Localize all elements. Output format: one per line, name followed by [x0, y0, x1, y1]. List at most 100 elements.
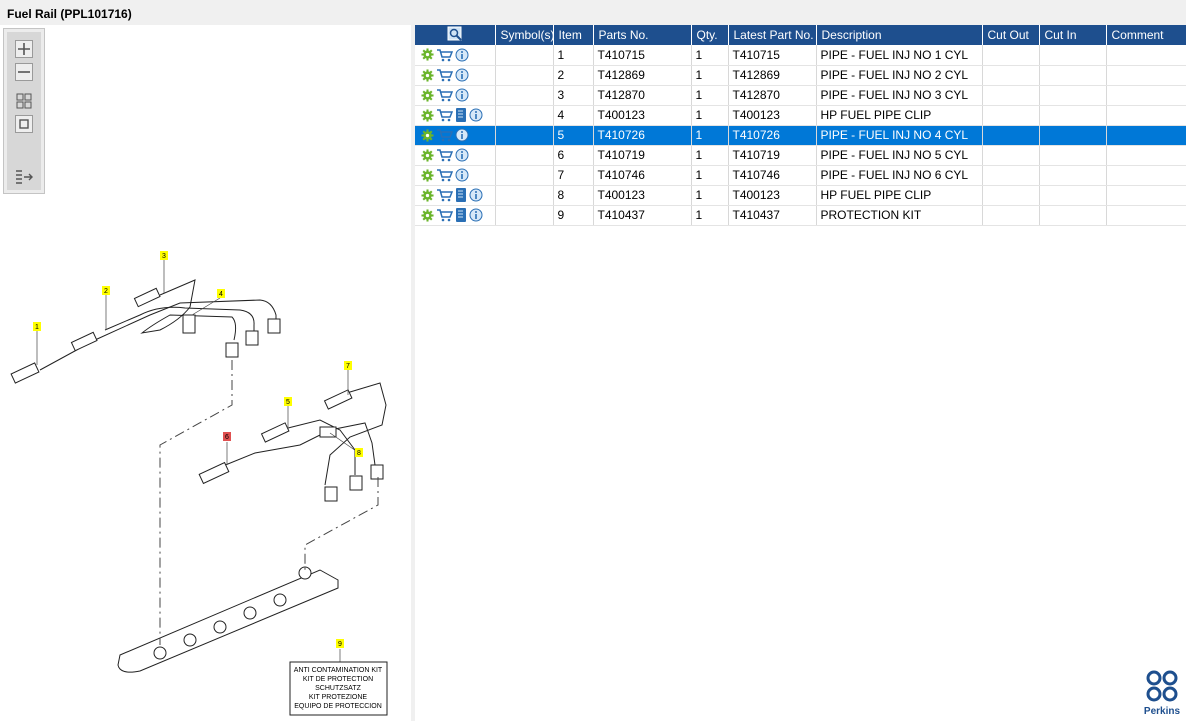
callout-9	[336, 639, 344, 648]
gear-icon[interactable]	[420, 108, 434, 122]
callout-9-label: 9	[338, 641, 342, 648]
column-header-cut-in[interactable]: Cut In	[1039, 25, 1107, 45]
symbols-cell	[495, 85, 554, 106]
column-header-qty[interactable]: Qty.	[691, 25, 729, 45]
gear-icon[interactable]	[420, 68, 434, 82]
perkins-logo: Perkins	[1142, 669, 1182, 717]
part-no-cell: T410726	[593, 125, 692, 146]
document-icon[interactable]	[455, 188, 467, 202]
info-icon[interactable]	[455, 148, 469, 162]
column-header-comment[interactable]: Comment	[1106, 25, 1186, 45]
description-cell: PIPE - FUEL INJ NO 2 CYL	[816, 65, 983, 86]
cart-icon[interactable]	[436, 188, 453, 202]
gear-icon[interactable]	[420, 88, 434, 102]
callout-5-label: 5	[286, 399, 290, 406]
cart-icon[interactable]	[436, 148, 453, 162]
row-actions	[415, 165, 496, 186]
cart-icon[interactable]	[436, 128, 453, 142]
qty-cell: 1	[691, 185, 729, 206]
perkins-logo-mark	[1146, 670, 1178, 702]
gear-icon[interactable]	[420, 128, 434, 142]
pipe-2	[104, 306, 255, 335]
info-icon[interactable]	[469, 208, 483, 222]
description-cell: PIPE - FUEL INJ NO 4 CYL	[816, 125, 983, 146]
zoom-in-icon	[18, 43, 30, 55]
cart-icon[interactable]	[436, 168, 453, 182]
document-icon[interactable]	[455, 108, 467, 122]
callout-6-label: 6	[225, 434, 229, 441]
comment-cell	[1106, 45, 1186, 66]
cart-icon[interactable]	[436, 68, 453, 82]
info-icon[interactable]	[455, 128, 469, 142]
gear-icon[interactable]	[420, 188, 434, 202]
parts-table: Symbol(s) Item Parts No. Qty. Latest Par…	[415, 25, 1186, 226]
qty-cell: 1	[691, 65, 729, 86]
part-no-cell: T400123	[593, 185, 692, 206]
cart-icon[interactable]	[436, 88, 453, 102]
callout-7	[344, 361, 352, 370]
fit-page-button[interactable]	[15, 92, 33, 110]
gear-icon[interactable]	[420, 208, 434, 222]
leader-2	[304, 477, 379, 570]
cut-out-cell	[982, 145, 1040, 166]
qty-cell: 1	[691, 85, 729, 106]
column-header-parts-no[interactable]: Parts No.	[593, 25, 692, 45]
cart-icon[interactable]	[436, 108, 453, 122]
description-cell: HP FUEL PIPE CLIP	[816, 105, 983, 126]
actual-size-icon	[19, 119, 29, 129]
cart-icon[interactable]	[436, 208, 453, 222]
zoom-in-button[interactable]	[15, 40, 33, 58]
column-header-description[interactable]: Description	[816, 25, 983, 45]
info-icon[interactable]	[455, 88, 469, 102]
info-icon[interactable]	[455, 48, 469, 62]
latest-part-no-cell: T410746	[728, 165, 817, 186]
info-icon[interactable]	[455, 168, 469, 182]
info-icon[interactable]	[455, 68, 469, 82]
callout-2	[102, 286, 110, 295]
column-header-latest-part-no[interactable]: Latest Part No.	[728, 25, 817, 45]
column-header-symbols[interactable]: Symbol(s)	[495, 25, 554, 45]
info-icon[interactable]	[469, 108, 483, 122]
item-cell: 9	[553, 205, 594, 226]
gear-icon[interactable]	[420, 168, 434, 182]
comment-cell	[1106, 105, 1186, 126]
document-icon[interactable]	[455, 208, 467, 222]
diagram-panel[interactable]: 1 2 3 4 5 6 7 8 9 ANTI CONTAMINATION KIT…	[0, 25, 411, 721]
cut-out-cell	[982, 65, 1040, 86]
find-column-header[interactable]	[415, 25, 496, 45]
panel-splitter[interactable]	[411, 25, 415, 721]
column-header-cut-out[interactable]: Cut Out	[982, 25, 1040, 45]
gear-icon[interactable]	[420, 48, 434, 62]
gear-icon[interactable]	[420, 148, 434, 162]
kit-label-box	[289, 661, 388, 716]
window-title: Fuel Rail (PPL101716)	[7, 7, 132, 21]
perkins-logo-text: Perkins	[1143, 706, 1181, 717]
cut-in-cell	[1039, 145, 1107, 166]
comment-cell	[1106, 145, 1186, 166]
column-header-item[interactable]: Item	[553, 25, 594, 45]
callout-6	[223, 432, 231, 441]
latest-part-no-cell: T400123	[728, 185, 817, 206]
actual-size-button[interactable]	[15, 115, 33, 133]
item-cell: 3	[553, 85, 594, 106]
description-cell: PIPE - FUEL INJ NO 6 CYL	[816, 165, 983, 186]
latest-part-no-cell: T412870	[728, 85, 817, 106]
callout-3-label: 3	[162, 253, 166, 260]
zoom-out-button[interactable]	[15, 63, 33, 81]
symbols-cell	[495, 125, 554, 146]
info-icon[interactable]	[469, 188, 483, 202]
latest-part-no-cell: T410726	[728, 125, 817, 146]
symbols-cell	[495, 65, 554, 86]
view-toggle-button[interactable]	[15, 168, 33, 186]
cart-icon[interactable]	[436, 48, 453, 62]
cut-out-cell	[982, 45, 1040, 66]
